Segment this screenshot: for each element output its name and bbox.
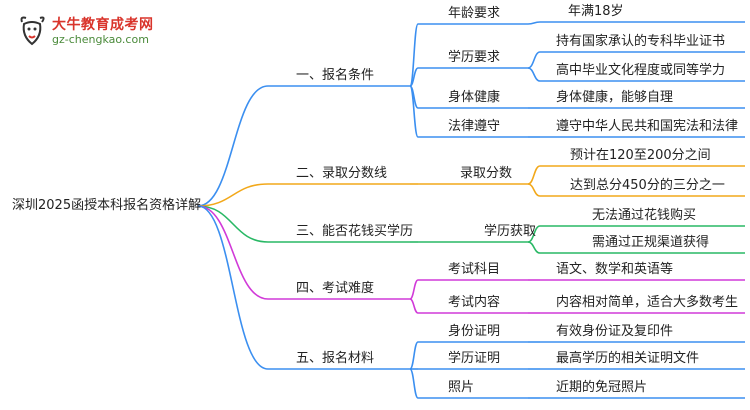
leaf-node: 语文、数学和英语等 [556, 262, 674, 277]
child-node: 法律遵守 [448, 119, 501, 134]
leaf-node: 达到总分450分的三分之一 [570, 178, 725, 193]
leaf-connector [527, 241, 541, 254]
leaf-node: 身体健康，能够自理 [556, 90, 674, 105]
branch-connector [197, 205, 269, 243]
leaf-node: 持有国家承认的专科毕业证书 [556, 34, 726, 49]
leaf-node: 无法通过花钱购买 [592, 208, 697, 223]
child-node: 学历要求 [448, 50, 501, 65]
leaf-connector [527, 183, 541, 197]
child-node: 学历获取 [484, 224, 537, 239]
brand-name: 大牛教育成考网 [52, 17, 154, 33]
child-connector [409, 85, 419, 138]
branch-connector [197, 183, 269, 207]
child-connector [409, 298, 419, 314]
branch-connector [197, 205, 269, 300]
child-node: 考试内容 [448, 295, 501, 310]
leaf-node: 需通过正规渠道获得 [592, 235, 710, 250]
child-connector [409, 368, 419, 399]
child-connector [409, 67, 419, 87]
brand-url: gz-chengkao.com [52, 33, 149, 46]
branch-connector [197, 85, 269, 207]
leaf-node: 年满18岁 [568, 4, 624, 19]
branch-connector [197, 205, 269, 370]
leaf-node: 高中毕业文化程度或同等学力 [556, 63, 726, 78]
child-connector [409, 341, 419, 370]
child-node: 身体健康 [448, 90, 501, 105]
child-node: 录取分数 [460, 166, 513, 181]
leaf-connector [527, 165, 541, 185]
child-node: 学历证明 [448, 351, 501, 366]
ox-logo-icon [20, 16, 45, 46]
leaf-node: 近期的免冠照片 [556, 380, 648, 395]
branch-node: 一、报名条件 [296, 68, 375, 83]
branch-node: 三、能否花钱买学历 [296, 224, 414, 239]
child-node: 年龄要求 [448, 6, 501, 21]
leaf-connector [527, 21, 541, 25]
brand-logo: 大牛教育成考网 gz-chengkao.com [8, 12, 208, 52]
leaf-node: 遵守中华人民共和国宪法和法律 [556, 119, 739, 134]
leaf-connector [527, 51, 541, 69]
child-node: 照片 [448, 380, 475, 395]
leaf-node: 预计在120至200分之间 [570, 148, 711, 163]
child-connector [409, 279, 419, 300]
child-node: 身份证明 [448, 324, 501, 339]
root-node: 深圳2025函授本科报名资格详解 [12, 198, 202, 213]
branch-node: 五、报名材料 [296, 351, 375, 366]
branch-node: 四、考试难度 [296, 281, 375, 296]
leaf-node: 内容相对简单，适合大多数考生 [556, 295, 739, 310]
leaf-node: 有效身份证及复印件 [556, 324, 674, 339]
leaf-connector [527, 67, 541, 82]
child-node: 考试科目 [448, 262, 501, 277]
branch-node: 二、录取分数线 [296, 166, 388, 181]
leaf-node: 最高学历的相关证明文件 [556, 351, 700, 366]
